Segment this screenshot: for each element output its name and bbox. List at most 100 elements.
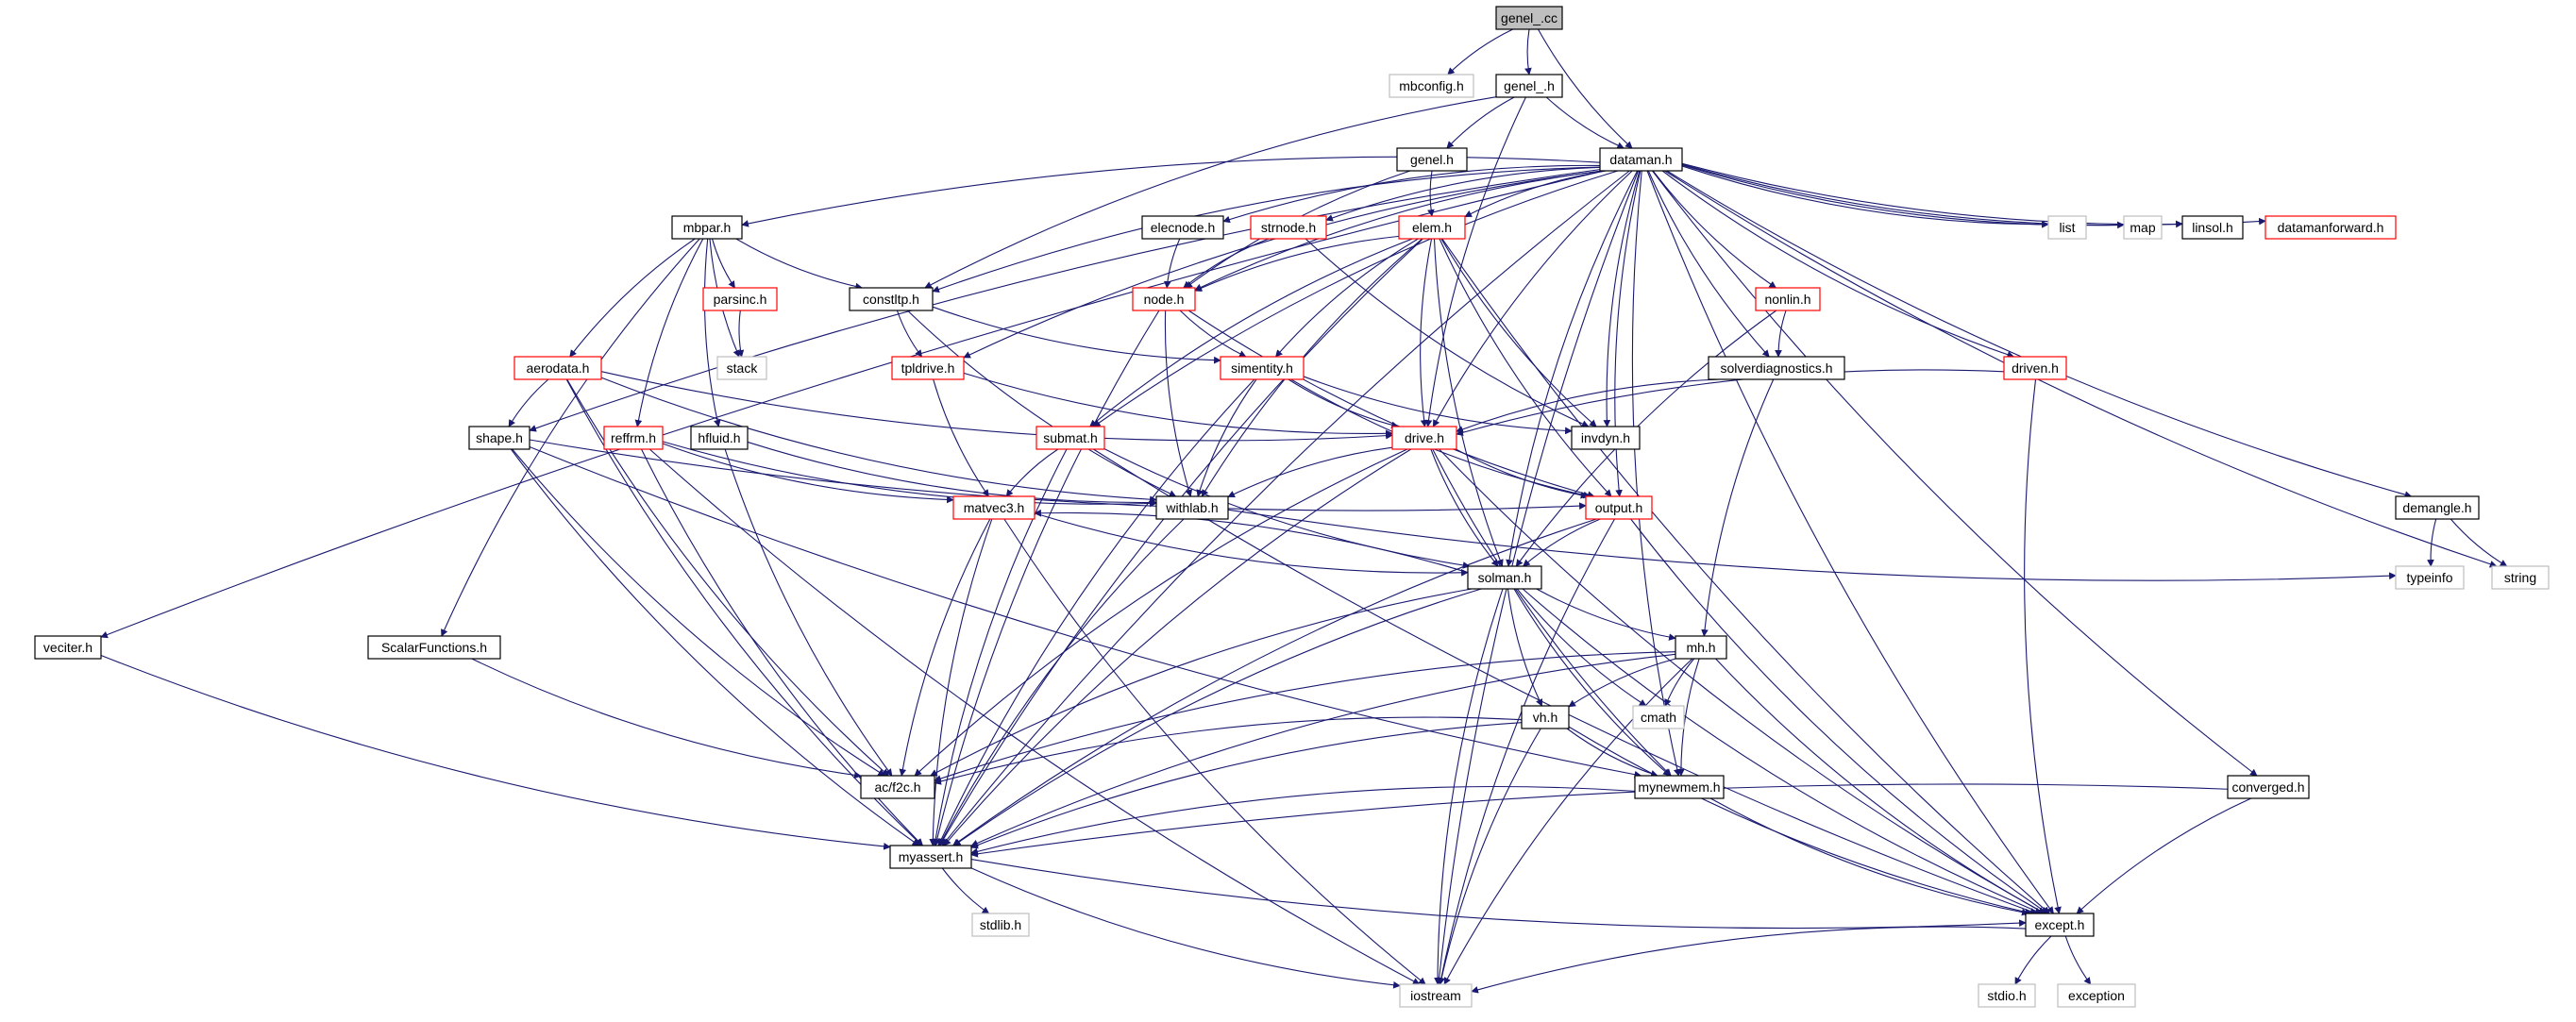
node-label-converged: converged.h <box>2231 779 2304 795</box>
node-elem[interactable]: elem.h <box>1398 215 1466 240</box>
node-invdyn[interactable]: invdyn.h <box>1571 426 1641 450</box>
edge-drive-to-withlab <box>1227 446 1393 498</box>
node-label-genel_cc: genel_.cc <box>1501 10 1557 25</box>
node-label-drive: drive.h <box>1405 430 1444 445</box>
node-elecnode[interactable]: elecnode.h <box>1141 215 1224 240</box>
node-tpldrive[interactable]: tpldrive.h <box>891 356 965 380</box>
node-strnode[interactable]: strnode.h <box>1250 215 1327 240</box>
node-matvec3[interactable]: matvec3.h <box>952 495 1035 520</box>
node-node[interactable]: node.h <box>1132 287 1196 311</box>
node-label-mynewmem: mynewmem.h <box>1638 779 1720 795</box>
node-reffrm[interactable]: reffrm.h <box>603 426 664 450</box>
edge-except-to-exception <box>2064 935 2092 985</box>
node-converged[interactable]: converged.h <box>2227 775 2310 799</box>
edge-vh-to-myassert <box>970 722 1523 849</box>
node-datamanforward[interactable]: datamanforward.h <box>2265 215 2397 240</box>
node-drive[interactable]: drive.h <box>1391 426 1457 450</box>
edge-dataman-to-mynewmem <box>1631 170 1681 777</box>
node-mynewmem[interactable]: mynewmem.h <box>1634 775 1725 799</box>
node-linsol[interactable]: linsol.h <box>2181 215 2244 240</box>
node-box-iostream <box>1399 983 1473 1008</box>
edge-node-to-myassert <box>933 310 1160 846</box>
node-label-elecnode: elecnode.h <box>1151 220 1216 235</box>
node-aerodata[interactable]: aerodata.h <box>514 356 602 380</box>
edge-mh-to-myassert <box>970 653 1676 846</box>
edge-dataman-to-string <box>1664 170 2498 568</box>
node-nonlin[interactable]: nonlin.h <box>1755 287 1821 311</box>
node-label-dataman: dataman.h <box>1609 152 1672 167</box>
edge-dataman-to-solverdiagnostics <box>1647 170 1770 358</box>
edge-elem-to-output <box>1439 238 1612 497</box>
node-cmath: cmath <box>1632 705 1685 729</box>
node-box-aerodata <box>514 356 602 380</box>
node-label-aerodata: aerodata.h <box>527 360 590 376</box>
node-box-demangle <box>2395 495 2480 520</box>
node-box-genel_cc <box>1495 6 1563 30</box>
node-solverdiagnostics[interactable]: solverdiagnostics.h <box>1708 356 1845 380</box>
node-label-cmath: cmath <box>1641 710 1676 725</box>
edge-elem-to-drive <box>1420 238 1433 427</box>
edge-driven-to-except <box>2024 378 2062 914</box>
node-genel_cc[interactable]: genel_.cc <box>1495 6 1563 30</box>
node-label-elem: elem.h <box>1412 220 1452 235</box>
edge-withlab-to-typeinfo <box>1227 509 2397 581</box>
node-mh[interactable]: mh.h <box>1675 635 1727 660</box>
node-map: map <box>2123 215 2163 240</box>
node-label-genel: genel.h <box>1410 152 1454 167</box>
edge-submat-to-matvec3 <box>1005 448 1059 497</box>
edge-mh-to-mynewmem <box>1676 658 1700 777</box>
node-label-parsinc: parsinc.h <box>714 292 767 307</box>
node-myassert[interactable]: myassert.h <box>889 845 972 869</box>
node-vh[interactable]: vh.h <box>1521 705 1570 729</box>
edge-mh-to-iostream <box>1443 658 1693 985</box>
node-label-invdyn: invdyn.h <box>1581 430 1630 445</box>
edge-reffrm-to-iostream <box>648 448 1421 985</box>
node-label-constltp: constltp.h <box>863 292 919 307</box>
edge-output-to-solman <box>1523 518 1601 567</box>
node-hfluid[interactable]: hfluid.h <box>690 426 749 450</box>
edge-myassert-to-iostream <box>970 867 1401 989</box>
node-submat[interactable]: submat.h <box>1035 426 1105 450</box>
edge-withlab-to-myassert <box>938 518 1185 846</box>
node-veciter[interactable]: veciter.h <box>34 635 102 660</box>
node-driven[interactable]: driven.h <box>2003 356 2067 380</box>
node-shape[interactable]: shape.h <box>468 426 530 450</box>
edge-simentity-to-withlab <box>1196 378 1257 497</box>
node-parsinc[interactable]: parsinc.h <box>702 287 778 311</box>
edge-genel_cc-to-mbconfig <box>1447 28 1513 75</box>
edge-mbpar-to-aerodata <box>569 238 696 358</box>
node-demangle[interactable]: demangle.h <box>2395 495 2480 520</box>
node-box-elem <box>1398 215 1466 240</box>
edge-output-to-except <box>1630 518 2048 914</box>
node-withlab[interactable]: withlab.h <box>1155 495 1229 520</box>
node-genel[interactable]: genel.h <box>1396 147 1468 172</box>
node-label-simentity: simentity.h <box>1231 360 1293 376</box>
edge-genel_cc-to-dataman <box>1538 28 1633 149</box>
node-simentity[interactable]: simentity.h <box>1220 356 1305 380</box>
node-exception: exception <box>2057 983 2136 1008</box>
node-box-string <box>2491 565 2550 590</box>
node-acf2c[interactable]: ac/f2c.h <box>860 775 935 799</box>
edge-shape-to-mynewmem <box>529 445 1642 779</box>
edge-tpldrive-to-drive <box>963 372 1393 438</box>
edge-solman-to-matvec3 <box>1034 509 1469 574</box>
edge-mbpar-to-hfluid <box>703 238 721 427</box>
node-output[interactable]: output.h <box>1585 495 1653 520</box>
edge-shape-to-output <box>529 439 1587 511</box>
edge-hfluid-to-withlab <box>747 441 1157 507</box>
node-scalarfunctions[interactable]: ScalarFunctions.h <box>367 635 501 660</box>
node-label-myassert: myassert.h <box>899 849 963 864</box>
node-constltp[interactable]: constltp.h <box>849 287 934 311</box>
node-label-mh: mh.h <box>1686 640 1715 655</box>
node-label-stdlib: stdlib.h <box>980 917 1021 932</box>
node-except[interactable]: except.h <box>2025 913 2095 937</box>
edge-simentity-to-invdyn <box>1303 376 1573 435</box>
node-solman[interactable]: solman.h <box>1467 565 1542 590</box>
edge-constltp-to-tpldrive <box>896 310 923 358</box>
node-genel_h[interactable]: genel_.h <box>1495 74 1563 98</box>
edge-demangle-to-string <box>2450 518 2508 567</box>
node-dataman[interactable]: dataman.h <box>1599 147 1683 172</box>
node-mbpar[interactable]: mbpar.h <box>671 215 743 240</box>
edge-node-to-withlab <box>1164 310 1193 497</box>
edge-hfluid-to-acf2c <box>724 448 893 777</box>
